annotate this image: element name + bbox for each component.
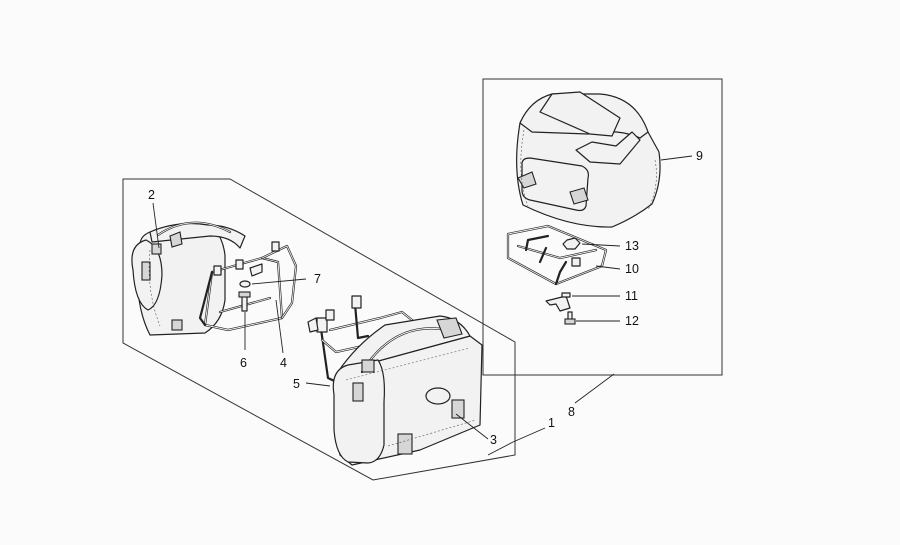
side-bag-left (131, 221, 246, 336)
callout-10: 10 (625, 262, 639, 276)
callout-13: 13 (625, 239, 639, 253)
frame-left (198, 241, 298, 332)
nut-13 (562, 237, 581, 250)
callout-4: 4 (280, 356, 287, 370)
washer-7 (239, 280, 251, 288)
callout-9: 9 (696, 149, 703, 163)
screw-12 (564, 311, 576, 325)
side-bag-right (332, 315, 483, 466)
top-case-rack (506, 224, 608, 286)
group-8-outline (482, 78, 723, 376)
callout-12: 12 (625, 314, 639, 328)
bolt-6 (238, 291, 251, 312)
group-1-outline (122, 178, 516, 481)
callout-11: 11 (625, 289, 638, 303)
callout-7: 7 (314, 272, 321, 286)
callout-5: 5 (293, 377, 300, 391)
callout-6: 6 (240, 356, 247, 370)
callout-3: 3 (490, 433, 497, 447)
top-case (516, 91, 661, 228)
callout-2: 2 (148, 188, 155, 202)
bracket-11 (545, 292, 571, 312)
callout-1: 1 (548, 416, 555, 430)
leader-lines (152, 155, 693, 456)
callout-8: 8 (568, 405, 575, 419)
